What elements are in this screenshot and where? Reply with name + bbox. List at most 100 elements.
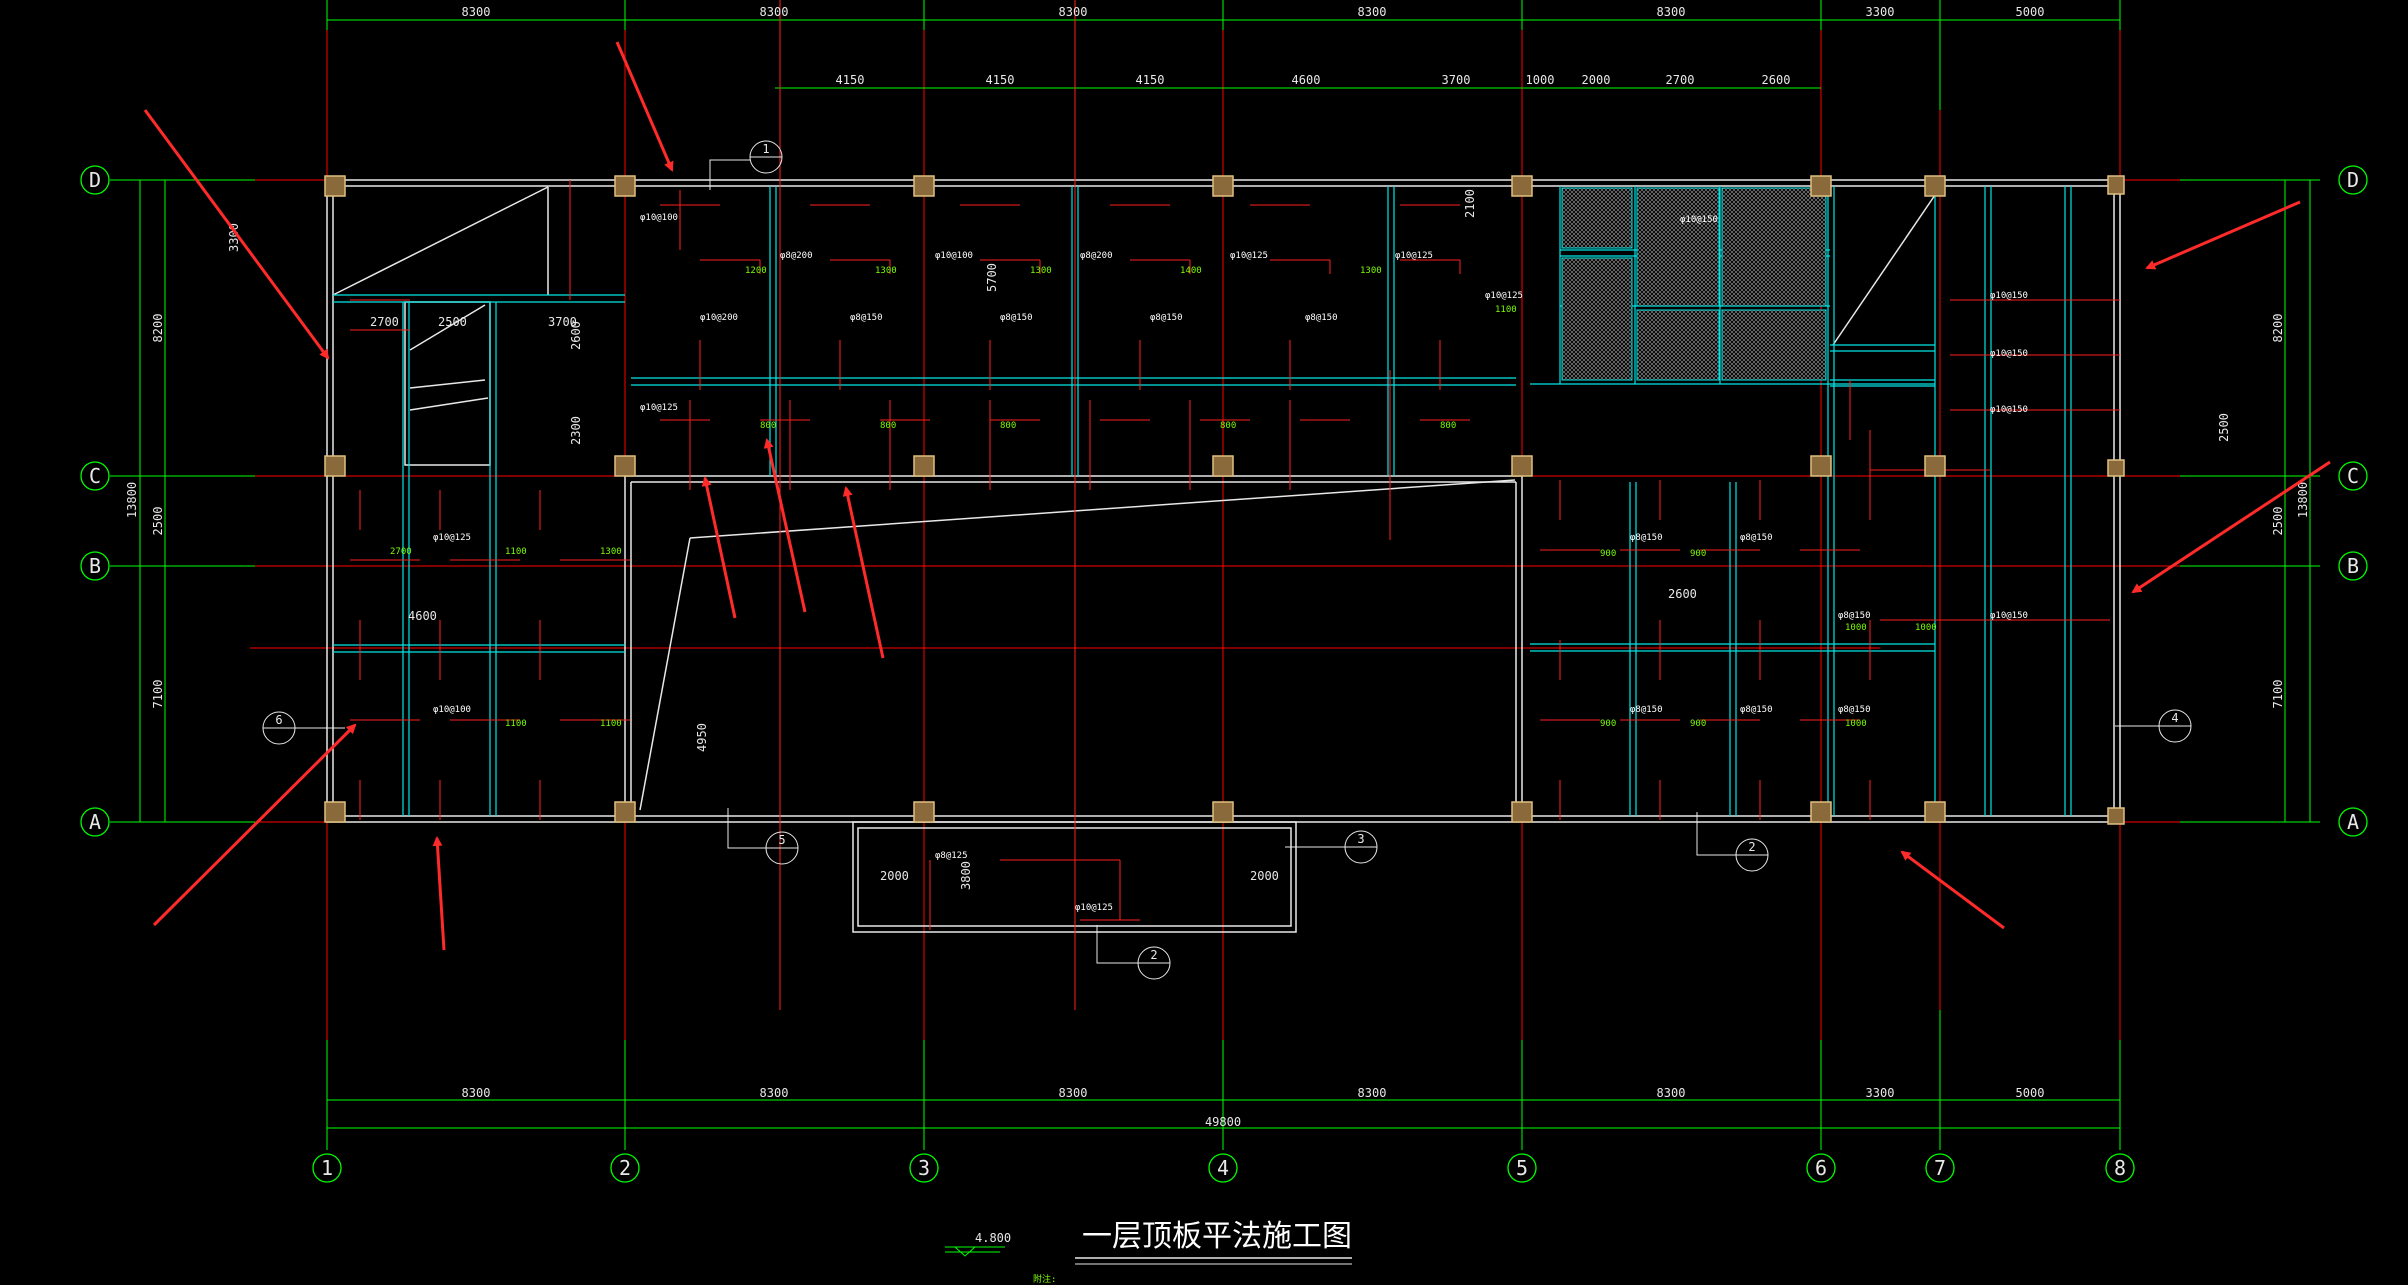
length-label: 1300: [1360, 266, 1382, 276]
beams: [333, 186, 2072, 816]
rebar-label: φ10@125: [1075, 903, 1113, 913]
rebar-label: φ8@150: [1740, 705, 1773, 715]
length-label: 800: [1440, 421, 1456, 431]
dim-inner-6: 1000: [1526, 73, 1555, 87]
dim-bottom-6: 3300: [1866, 1086, 1895, 1100]
dim-inner-8: 2700: [1666, 73, 1695, 87]
length-label: 3300: [227, 223, 241, 252]
column-D4: [1212, 175, 1234, 197]
column-C2: [614, 455, 636, 477]
column-D5: [1511, 175, 1533, 197]
rebar-label: φ8@150: [1740, 533, 1773, 543]
rebar-label: φ8@150: [1630, 705, 1663, 715]
dim-top-4: 8300: [1358, 5, 1387, 19]
rebar-label: φ8@150: [1150, 313, 1183, 323]
axis-bubbles: 1 2 3 4 5 6 7 8 D C B A D C B A: [80, 165, 2368, 1183]
axis-label-A-left: A: [89, 810, 101, 834]
red-arrow: [143, 109, 330, 360]
dim-inner-3: 4150: [1136, 73, 1165, 87]
length-label: 2100: [1463, 189, 1477, 218]
dimension-lines: [139, 19, 2311, 1129]
length-label: 1000: [1915, 623, 1937, 633]
length-label: 1200: [745, 266, 767, 276]
length-label: 3700: [548, 315, 577, 329]
length-label: 3800: [959, 861, 973, 890]
axis-label-2: 2: [619, 1156, 631, 1180]
length-label: 2700: [370, 315, 399, 329]
dim-inner-1: 4150: [836, 73, 865, 87]
dim-right-3: 7100: [2271, 680, 2285, 709]
red-arrow: [2145, 200, 2301, 270]
axis-lines: [110, 0, 2320, 1150]
length-label: 1100: [1495, 305, 1517, 315]
length-label: 2000: [880, 869, 909, 883]
column-C7: [1924, 455, 1946, 477]
dim-top-1: 8300: [462, 5, 491, 19]
length-label: 900: [1600, 719, 1616, 729]
rebar-label: φ10@100: [935, 251, 973, 261]
dim-top-3: 8300: [1059, 5, 1088, 19]
rebar-label: φ8@125: [935, 851, 968, 861]
length-label: 1000: [1845, 623, 1867, 633]
length-label: 900: [1600, 549, 1616, 559]
length-label: 900: [1690, 719, 1706, 729]
column-D3: [913, 175, 935, 197]
rebar-label: φ8@150: [850, 313, 883, 323]
rebar-label: φ8@150: [1000, 313, 1033, 323]
rebar-label: φ10@125: [1485, 291, 1523, 301]
axis-label-5: 5: [1516, 1156, 1528, 1180]
length-label: 800: [880, 421, 896, 431]
drawing-note: 附注:: [1033, 1273, 1056, 1285]
dim-bottom-2: 8300: [760, 1086, 789, 1100]
rebar-label: φ10@125: [640, 403, 678, 413]
rebar-label: φ10@100: [640, 213, 678, 223]
length-label: 1300: [1030, 266, 1052, 276]
axis-label-B-left: B: [89, 554, 101, 578]
length-label: 1300: [600, 547, 622, 557]
axis-label-A-right: A: [2347, 810, 2359, 834]
rebar-label: φ8@150: [1630, 533, 1663, 543]
rebar-label: φ8@150: [1305, 313, 1338, 323]
length-label: 2600: [1668, 587, 1697, 601]
section-label: 5: [778, 833, 785, 847]
length-label: 2500: [2217, 413, 2231, 442]
length-label: 800: [760, 421, 776, 431]
dimension-text: 8300 8300 8300 8300 8300 3300 5000 4150 …: [125, 5, 2310, 1129]
length-label: 1400: [1180, 266, 1202, 276]
length-label: 1000: [1845, 719, 1867, 729]
red-arrow: [615, 41, 674, 172]
red-arrow: [2131, 460, 2331, 594]
axis-label-4: 4: [1217, 1156, 1229, 1180]
dim-top-5: 8300: [1657, 5, 1686, 19]
length-labels: 1200 1300 1300 1400 1300 1100 800 800 80…: [227, 189, 2231, 890]
rebar-label: φ10@150: [1990, 405, 2028, 415]
red-arrow: [842, 486, 885, 659]
length-label: 2500: [438, 315, 467, 329]
dim-top-7: 5000: [2016, 5, 2045, 19]
dim-inner-5: 3700: [1442, 73, 1471, 87]
red-arrow: [432, 836, 446, 951]
rebar-label: φ10@125: [1230, 251, 1268, 261]
red-arrow: [1900, 850, 2005, 930]
rebar-labels: φ10@100 φ8@200 φ10@100 φ8@200 φ10@125 φ1…: [433, 213, 2028, 913]
length-label: 1300: [875, 266, 897, 276]
column-C3: [913, 455, 935, 477]
dim-left-3: 7100: [151, 680, 165, 709]
column-D6: [1810, 175, 1832, 197]
rebar-label: φ8@200: [1080, 251, 1113, 261]
column-D7: [1924, 175, 1946, 197]
rebar-label: φ8@150: [1838, 705, 1871, 715]
rebar-label: φ8@150: [1838, 611, 1871, 621]
dim-bottom-4: 8300: [1358, 1086, 1387, 1100]
length-label: 900: [1690, 549, 1706, 559]
rebar-label: φ10@150: [1990, 611, 2028, 621]
length-label: 1100: [505, 719, 527, 729]
section-label: 6: [275, 713, 282, 727]
column-D2: [614, 175, 636, 197]
axis-label-C-left: C: [89, 464, 101, 488]
column-C6: [1810, 455, 1832, 477]
rebar-label: φ10@100: [433, 705, 471, 715]
column-A3: [913, 801, 935, 823]
column-A1: [324, 801, 346, 823]
